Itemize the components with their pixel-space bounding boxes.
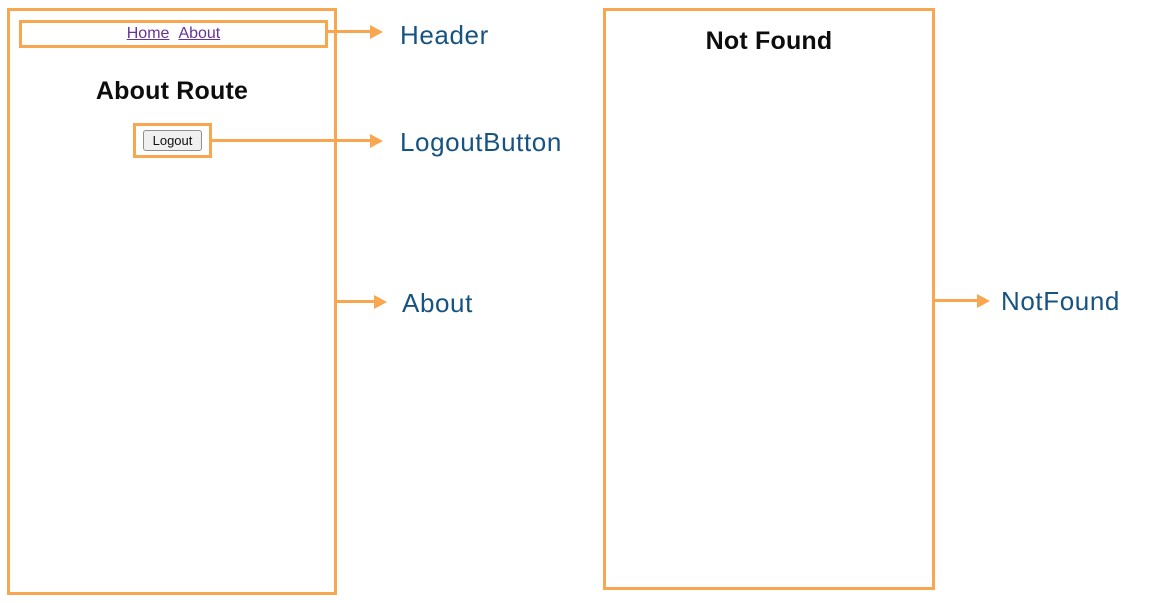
logout-arrow-head [370,134,383,148]
header-highlight-box: Home About [19,20,328,48]
header-arrow-head [370,25,383,39]
header-arrow-line [328,30,370,33]
about-route-panel: Home About About Route Logout [7,8,337,595]
logout-highlight-box: Logout [133,123,212,158]
notfound-annotation-label: NotFound [1001,286,1120,316]
logout-button[interactable]: Logout [142,130,203,151]
about-arrow-head [374,295,387,309]
logout-arrow-line [212,139,370,142]
nav-link-about[interactable]: About [178,25,221,42]
about-arrow-line [337,300,374,303]
header-annotation-label: Header [400,20,489,50]
not-found-title: Not Found [705,27,833,55]
about-annotation-label: About [402,288,473,318]
not-found-panel: Not Found [603,8,935,590]
nav-link-home[interactable]: Home [126,25,170,42]
notfound-arrow-head [977,294,990,308]
logout-annotation-label: LogoutButton [400,127,562,157]
notfound-arrow-line [933,299,977,302]
about-route-title: About Route [95,77,249,105]
